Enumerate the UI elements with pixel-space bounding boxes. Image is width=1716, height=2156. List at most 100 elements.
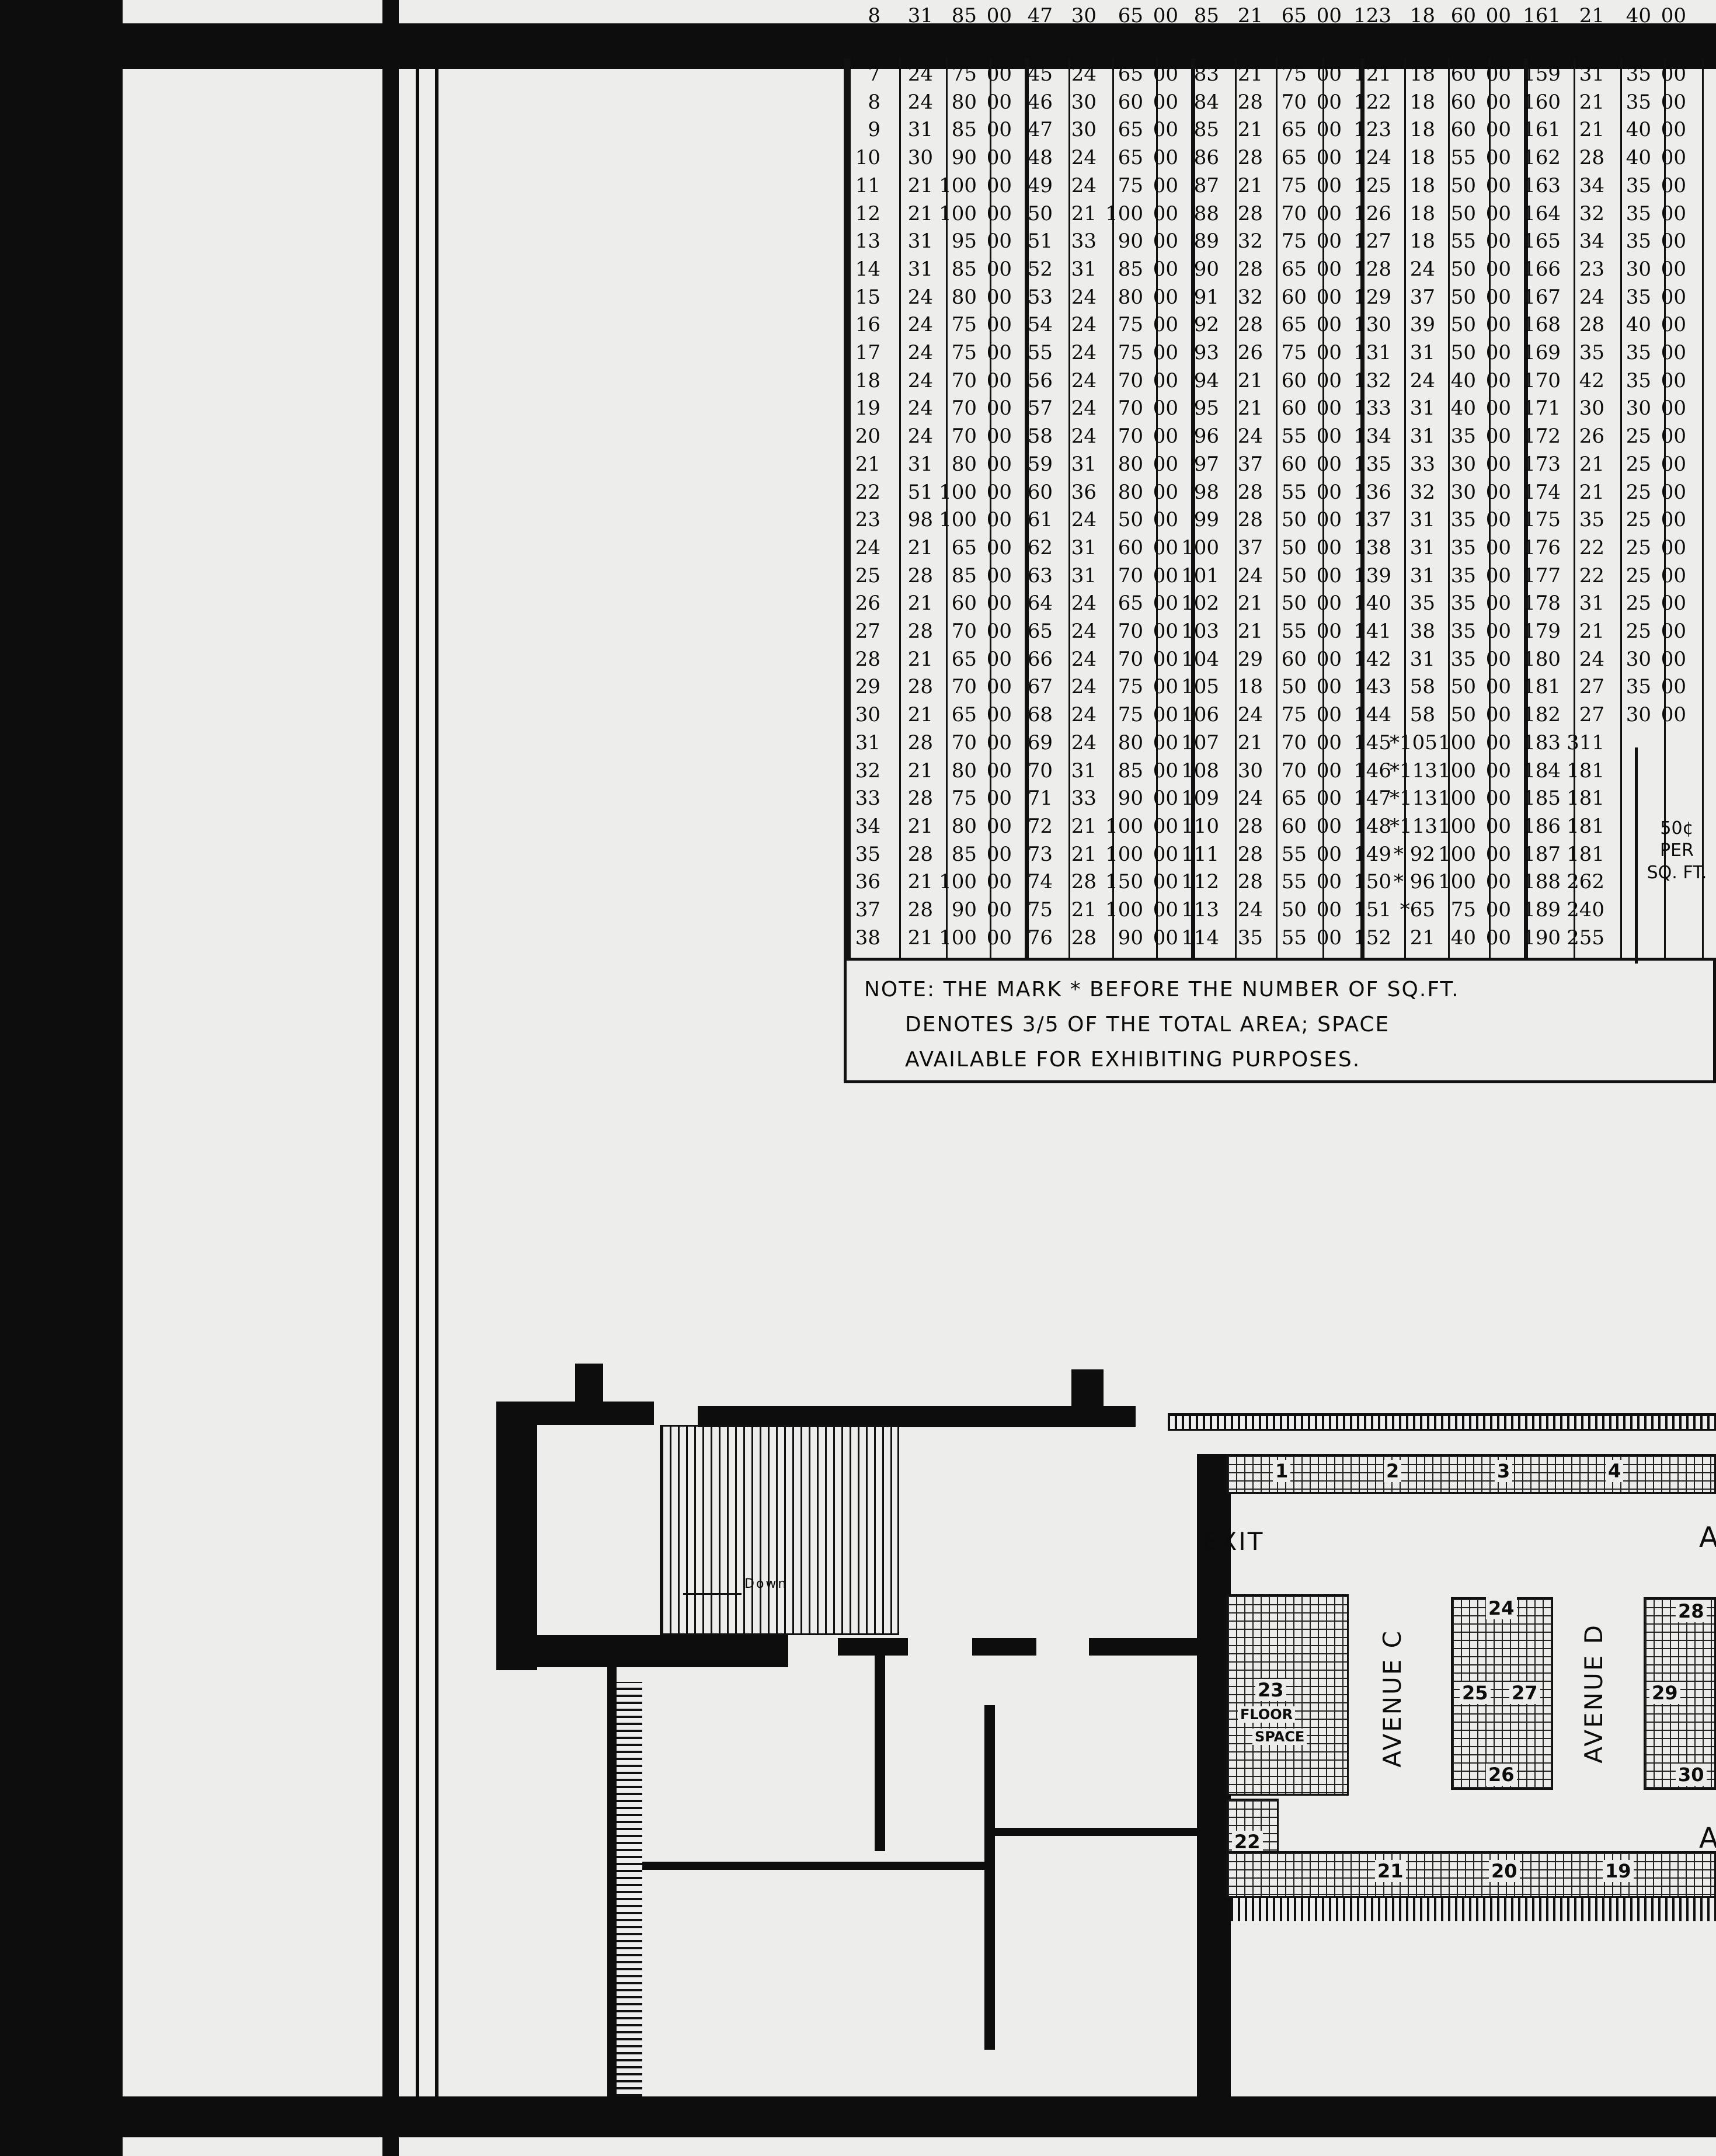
- table-cell: 28: [1579, 313, 1604, 337]
- table-cell: 132: [1353, 368, 1391, 392]
- table-cell: 35: [1450, 535, 1476, 559]
- table-cell: 100: [1105, 201, 1143, 225]
- table-cell: 25: [1625, 508, 1651, 532]
- table-cell: 28: [907, 731, 933, 754]
- table-cell: 00: [1485, 564, 1511, 587]
- table-cell: 24: [1071, 173, 1097, 197]
- table-cell: 92: [1193, 313, 1219, 337]
- table-cell: 123: [1353, 4, 1391, 27]
- table-cell: 50: [1450, 257, 1476, 281]
- table-cell: 28: [1237, 842, 1263, 866]
- table-cell: 85: [1118, 759, 1143, 783]
- table-cell: 70: [951, 368, 977, 392]
- table-cell: 163: [1523, 173, 1561, 197]
- table-cell: 00: [1316, 452, 1342, 476]
- table-cell: 8: [868, 90, 880, 114]
- table-cell: 100: [1438, 870, 1476, 894]
- table-cell: 00: [1153, 703, 1178, 727]
- table-cell: 23: [1579, 257, 1604, 281]
- table-cell: 00: [1661, 535, 1686, 559]
- table-col-line: [1360, 58, 1365, 958]
- table-cell: 00: [1316, 229, 1342, 253]
- table-cell: 35: [1625, 173, 1651, 197]
- table-cell: 35: [1450, 620, 1476, 643]
- table-cell: 101: [1181, 564, 1219, 587]
- table-cell: 21: [907, 535, 933, 559]
- table-cell: 144: [1353, 703, 1391, 727]
- table-cell: 30: [1625, 647, 1651, 671]
- table-cell: 96: [1193, 425, 1219, 448]
- table-cell: 22: [1579, 535, 1604, 559]
- table-cell: 40: [1450, 397, 1476, 420]
- table-cell: 00: [986, 592, 1012, 615]
- table-cell: 137: [1353, 508, 1391, 532]
- table-cell: 00: [1485, 285, 1511, 309]
- table-cell: 35: [1625, 341, 1651, 364]
- price-unit: SQ. FT.: [1647, 863, 1707, 883]
- table-cell: 00: [1316, 592, 1342, 615]
- table-cell: 7: [868, 62, 880, 86]
- bottom-frame-band: [0, 2096, 1716, 2137]
- table-cell: 100: [939, 480, 977, 504]
- price-per: PER: [1660, 840, 1694, 861]
- table-cell: 50: [1450, 201, 1476, 225]
- inner-frame-line-3: [435, 69, 438, 2096]
- table-cell: 00: [1316, 787, 1342, 811]
- table-cell: 00: [1153, 173, 1178, 197]
- table-cell: 123: [1353, 118, 1391, 142]
- table-cell: 8: [868, 4, 880, 27]
- table-cell: 65: [1281, 257, 1307, 281]
- table-cell: 75: [1281, 341, 1307, 364]
- table-cell: 90: [1193, 257, 1219, 281]
- table-cell: 90: [1118, 229, 1143, 253]
- table-cell: 60: [1281, 452, 1307, 476]
- table-cell: 100: [1438, 842, 1476, 866]
- top-booth-row: [1226, 1454, 1716, 1494]
- table-cell: 35: [855, 842, 880, 866]
- table-col-line: [1524, 58, 1528, 958]
- table-cell: 00: [986, 425, 1012, 448]
- table-cell: 56: [1027, 368, 1053, 392]
- table-cell: 161: [1523, 118, 1561, 142]
- island-1-booth-c: 27: [1509, 1682, 1540, 1704]
- table-cell: 00: [1485, 898, 1511, 921]
- table-cell: 00: [1316, 368, 1342, 392]
- table-cell: 00: [986, 480, 1012, 504]
- table-cell: 179: [1523, 620, 1561, 643]
- table-cell: 97: [1193, 452, 1219, 476]
- table-cell: 140: [1353, 592, 1391, 615]
- table-cell: 171: [1523, 397, 1561, 420]
- table-cell: 24: [1409, 257, 1435, 281]
- table-col-line: [1235, 58, 1237, 958]
- table-cell: 27: [1579, 703, 1604, 727]
- table-cell: 00: [986, 647, 1012, 671]
- table-cell: 00: [986, 620, 1012, 643]
- table-cell: 87: [1193, 173, 1219, 197]
- table-cell: 32: [1237, 285, 1263, 309]
- table-cell: 35: [1450, 647, 1476, 671]
- table-cell: 18: [1409, 201, 1435, 225]
- table-cell: 170: [1523, 368, 1561, 392]
- table-cell: 00: [1661, 4, 1686, 27]
- wall-top-mid: [698, 1406, 1136, 1427]
- table-cell: 57: [1027, 397, 1053, 420]
- table-cell: 34: [855, 814, 880, 838]
- table-cell: 21: [1409, 926, 1435, 950]
- table-cell: 24: [1409, 368, 1435, 392]
- table-cell: 00: [986, 814, 1012, 838]
- table-cell: 181: [1567, 787, 1604, 811]
- table-cell: 50: [1027, 201, 1053, 225]
- table-cell: 00: [1485, 341, 1511, 364]
- table-cell: 35: [1625, 90, 1651, 114]
- table-cell: 25: [1625, 620, 1651, 643]
- table-cell: 35: [1579, 508, 1604, 532]
- table-cell: 00: [1316, 731, 1342, 754]
- table-cell: 00: [1316, 898, 1342, 921]
- table-cell: 29: [855, 675, 880, 699]
- wall-chimney-1: [575, 1364, 603, 1404]
- table-cell: 173: [1523, 452, 1561, 476]
- table-cell: 85: [951, 564, 977, 587]
- table-cell: 65: [1118, 146, 1143, 170]
- table-cell: 23: [855, 508, 880, 532]
- table-cell: 149: [1353, 842, 1391, 866]
